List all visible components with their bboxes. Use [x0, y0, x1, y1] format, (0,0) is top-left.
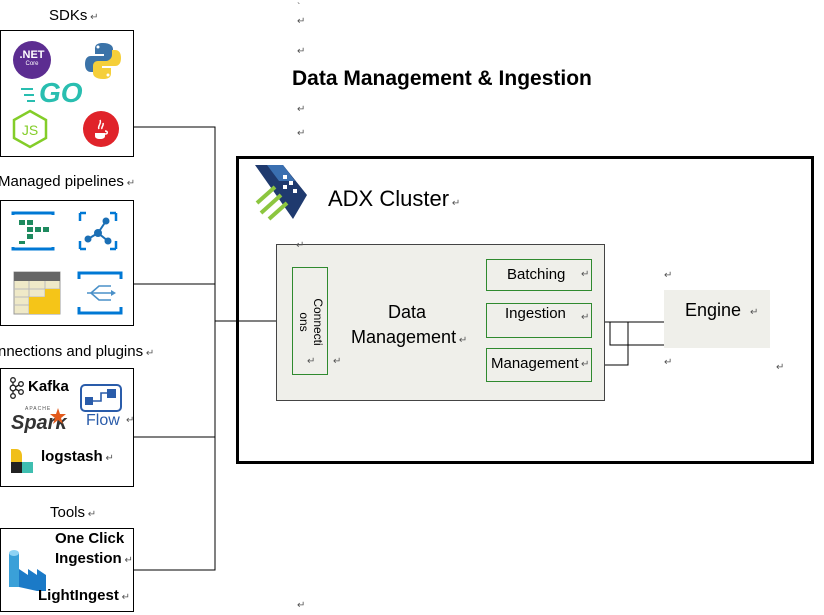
paragraph-mark: ↵: [776, 362, 785, 373]
connections-plugins-box: Kafka Flow ↵ APACHE Spark logstash ↵: [0, 368, 134, 487]
spark-apache-label: APACHE: [25, 406, 52, 412]
management-box: Management ↵: [486, 348, 592, 382]
engine-label: Engine: [685, 300, 742, 320]
paragraph-mark: ↵: [333, 356, 342, 367]
paragraph-mark: ↵: [297, 128, 306, 139]
nodejs-icon-text: JS: [22, 122, 38, 138]
sdks-label: SDKs ↵: [49, 7, 99, 24]
event-hub-icon: [11, 211, 55, 251]
batching-box: Batching ↵: [486, 259, 592, 291]
paragraph-mark: ↵: [296, 240, 305, 251]
flow-icon: [79, 383, 123, 413]
logstash-icon: [9, 447, 37, 475]
python-icon: [83, 41, 123, 81]
adx-cluster-box: [236, 156, 814, 464]
spark-label: Spark: [11, 412, 67, 434]
paragraph-mark: ↵: [297, 16, 306, 27]
kafka-icon: [7, 377, 25, 399]
paragraph-mark: ↵: [297, 104, 306, 115]
nodejs-icon: JS: [12, 109, 48, 149]
adx-logo-icon: [253, 163, 309, 221]
java-icon: [83, 111, 119, 147]
spark-star-icon: [49, 407, 67, 425]
one-click-line2: Ingestion ↵: [55, 550, 133, 567]
batching-label: Batching: [507, 266, 566, 283]
event-grid-icon: [76, 209, 120, 253]
management-label: Management: [491, 355, 579, 372]
data-management-line2: Management ↵: [351, 327, 468, 347]
paragraph-mark: ↵: [664, 357, 673, 368]
paragraph-mark: ↵: [126, 415, 135, 426]
connections-plugins-label: nnections and plugins ↵: [0, 343, 155, 360]
tools-label: Tools ↵: [50, 504, 97, 521]
one-click-line1: One Click: [55, 530, 125, 547]
managed-pipelines-box: [0, 200, 134, 326]
flow-label: Flow: [86, 412, 120, 429]
engine-box: Engine ↵: [664, 290, 770, 348]
connections-box: Connecti ons ↵: [292, 267, 328, 375]
sdks-box: .NET Core GO JS: [0, 30, 134, 157]
data-lake-icon: [7, 547, 47, 593]
dotnet-core-icon: .NET Core: [13, 41, 51, 79]
data-management-line1: Data: [388, 302, 427, 322]
kafka-label: Kafka: [28, 378, 69, 395]
tools-box: One Click Ingestion ↵ LightIngest ↵: [0, 528, 134, 612]
go-icon: GO: [21, 77, 91, 109]
paragraph-mark: `: [297, 2, 301, 13]
paragraph-mark: ↵: [664, 270, 673, 281]
ingestion-box: Ingestion ↵: [486, 303, 592, 338]
page-title: Data Management & Ingestion: [292, 67, 592, 90]
paragraph-mark: ↵: [297, 600, 306, 611]
managed-pipelines-label: Managed pipelines ↵: [0, 173, 136, 190]
paragraph-mark: ↵: [297, 46, 306, 57]
lightingest-label: LightIngest ↵: [38, 587, 130, 604]
ingestion-label: Ingestion: [505, 305, 566, 322]
storage-table-icon: [13, 271, 61, 315]
data-factory-icon: [77, 271, 123, 315]
logstash-label: logstash ↵: [41, 448, 114, 465]
adx-cluster-label: ADX Cluster ↵: [328, 186, 461, 211]
